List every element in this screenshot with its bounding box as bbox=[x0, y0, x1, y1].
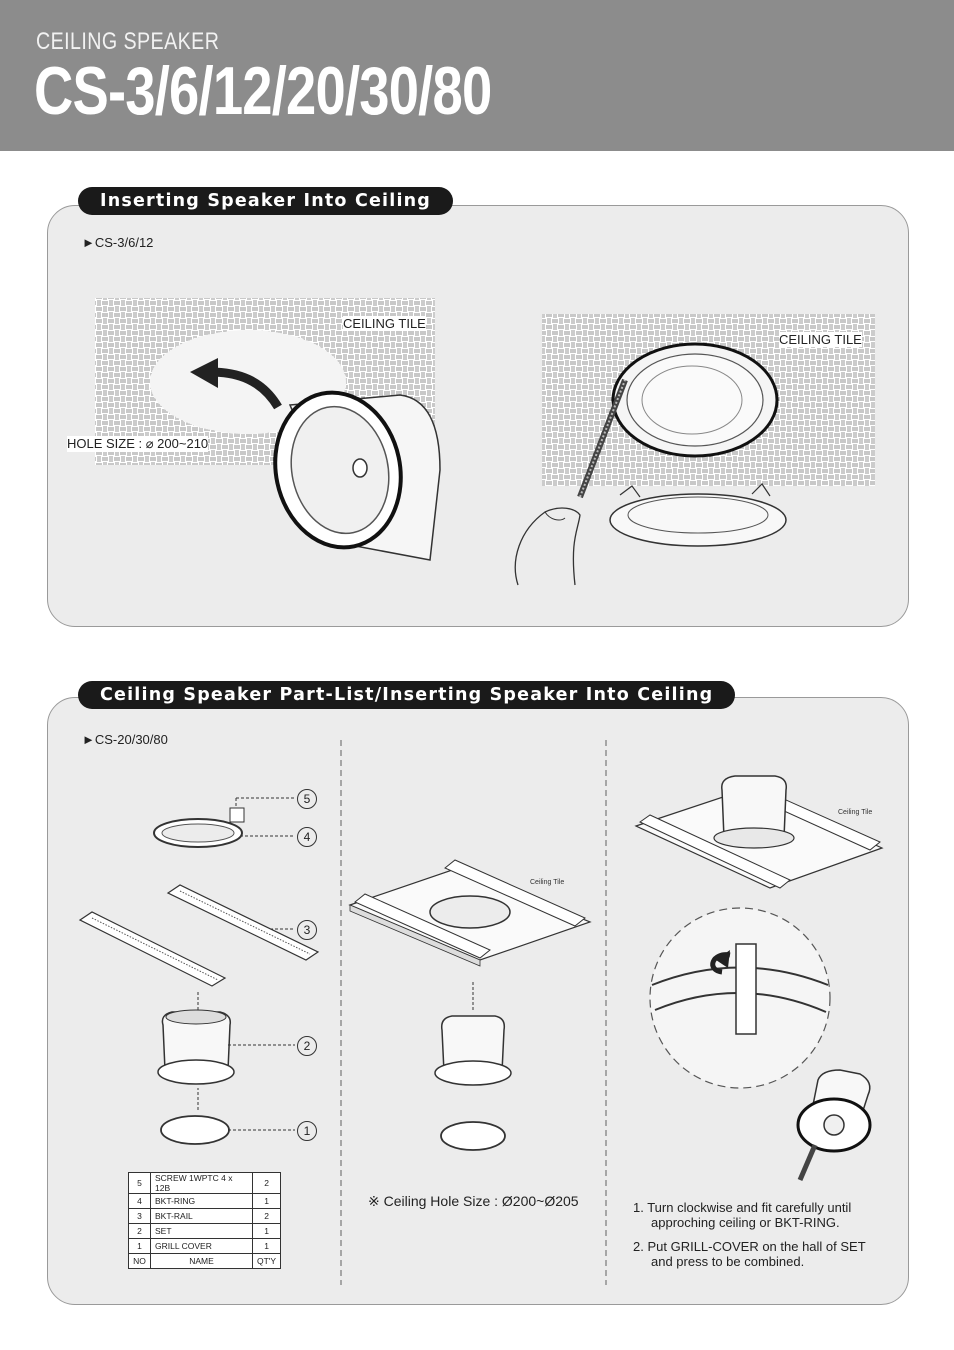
table-row: 1 GRILL COVER 1 bbox=[128, 1238, 282, 1254]
product-category: CEILING SPEAKER bbox=[36, 28, 220, 55]
exploded-view-illustration bbox=[78, 797, 320, 1145]
callout-2: 2 bbox=[297, 1036, 317, 1056]
callout-5: 5 bbox=[297, 789, 317, 809]
table-cell: 2 bbox=[128, 1223, 151, 1239]
parts-table: 5 SCREW 1WPTC 4 x 12B 2 4 BKT-RING 1 3 B… bbox=[128, 1172, 282, 1269]
table-cell: BKT-RAIL bbox=[150, 1208, 253, 1224]
note-line: 1. Turn clockwise and fit carefully unti… bbox=[633, 1200, 852, 1215]
section1-model: ►CS-3/6/12 bbox=[82, 235, 154, 250]
table-cell: 3 bbox=[128, 1208, 151, 1224]
table-cell: 2 bbox=[251, 1172, 282, 1194]
install-steps-illustration bbox=[634, 775, 884, 1181]
table-row: 3 BKT-RAIL 2 bbox=[128, 1208, 282, 1224]
section1-heading: Inserting Speaker Into Ceiling bbox=[78, 187, 454, 215]
callout-3: 3 bbox=[297, 920, 317, 940]
hole-size-label: HOLE SIZE : ⌀ 200~210 bbox=[67, 436, 209, 452]
mounting-ring-illustration bbox=[609, 483, 787, 547]
note-line: 2. Put GRILL-COVER on the hall of SET bbox=[633, 1239, 866, 1254]
note-line: approching ceiling or BKT-RING. bbox=[651, 1215, 840, 1230]
table-cell: 5 bbox=[128, 1172, 151, 1194]
table-header-cell: NAME bbox=[150, 1253, 253, 1269]
callout-1: 1 bbox=[297, 1121, 317, 1141]
ceiling-tile-right-illustration bbox=[542, 314, 875, 486]
speaker-left-illustration bbox=[273, 390, 441, 561]
table-row: 5 SCREW 1WPTC 4 x 12B 2 bbox=[128, 1172, 282, 1194]
callout-4: 4 bbox=[297, 827, 317, 847]
ceiling-tile-label-left: CEILING TILE bbox=[343, 316, 426, 331]
section2-model: ►CS-20/30/80 bbox=[82, 732, 168, 747]
header-banner: CEILING SPEAKER CS-3/6/12/20/30/80 bbox=[0, 0, 954, 151]
table-row: 4 BKT-RING 1 bbox=[128, 1193, 282, 1209]
ceiling-tile-label-mid: Ceiling Tile bbox=[530, 879, 565, 886]
note-line: and press to be combined. bbox=[651, 1254, 805, 1269]
tile-assembly-illustration bbox=[348, 859, 592, 1151]
table-cell: 2 bbox=[251, 1208, 282, 1224]
table-header-cell: NO bbox=[128, 1253, 151, 1269]
ceiling-hole-size-note: ※ Ceiling Hole Size : Ø200~Ø205 bbox=[368, 1193, 579, 1209]
table-cell: 4 bbox=[128, 1193, 151, 1209]
table-cell: 1 bbox=[128, 1238, 151, 1254]
ceiling-tile-label-right: CEILING TILE bbox=[779, 332, 862, 347]
table-cell: SCREW 1WPTC 4 x 12B bbox=[150, 1172, 253, 1194]
table-header-cell: QT'Y bbox=[251, 1253, 282, 1269]
ceiling-tile-label-right2: Ceiling Tile bbox=[838, 809, 873, 816]
table-cell: 1 bbox=[251, 1238, 282, 1254]
install-note-2: 2. Put GRILL-COVER on the hall of SET an… bbox=[633, 1239, 866, 1269]
table-cell: BKT-RING bbox=[150, 1193, 253, 1209]
table-cell: SET bbox=[150, 1223, 253, 1239]
install-note-1: 1. Turn clockwise and fit carefully unti… bbox=[633, 1200, 851, 1230]
table-header-row: NO NAME QT'Y bbox=[128, 1253, 282, 1269]
table-row: 2 SET 1 bbox=[128, 1223, 282, 1239]
table-cell: GRILL COVER bbox=[150, 1238, 253, 1254]
table-cell: 1 bbox=[251, 1193, 282, 1209]
screwdriver-hand-illustration bbox=[514, 378, 628, 586]
table-cell: 1 bbox=[251, 1223, 282, 1239]
product-title: CS-3/6/12/20/30/80 bbox=[34, 53, 492, 129]
section2-heading: Ceiling Speaker Part-List/Inserting Spea… bbox=[78, 681, 736, 709]
